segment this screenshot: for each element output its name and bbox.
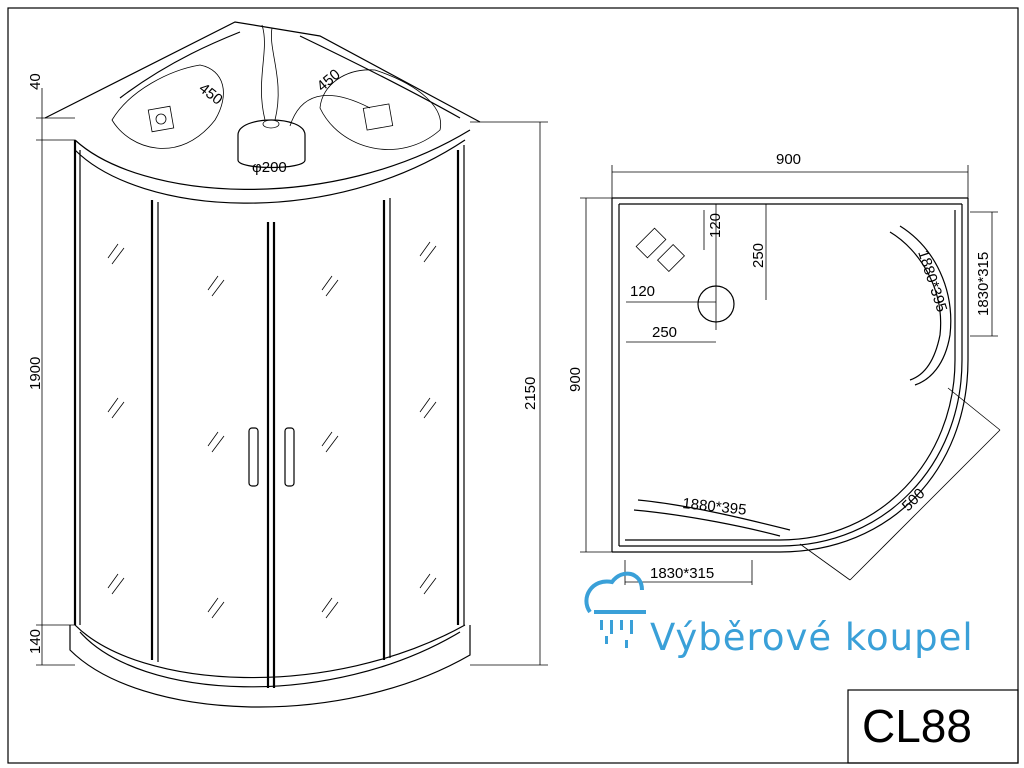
left-pod (111, 64, 224, 149)
dim-plan-depth: 900 (567, 367, 584, 392)
model-code: CL88 (862, 700, 972, 752)
door-handle-right (284, 427, 295, 487)
right-pod (319, 69, 442, 150)
roof-inner-left (119, 31, 241, 99)
dim-total-height: 2150 (522, 377, 539, 410)
dim-drain-x: 250 (652, 324, 677, 341)
right-door-curve (889, 231, 942, 381)
cable-1 (261, 24, 266, 121)
vent-left-core (155, 113, 167, 125)
roof-outline (44, 21, 481, 123)
model-box (847, 689, 1019, 764)
roof-inner-right (299, 35, 461, 119)
tray-top-edge (74, 624, 466, 679)
dim-offset-y: 120 (630, 283, 655, 300)
dim-wall-height: 1900 (27, 357, 44, 390)
dim-side-panel: 1830*315 (650, 565, 714, 582)
center-lamp (237, 119, 306, 169)
dim-plan-width: 900 (776, 151, 801, 168)
roof-front-edge (74, 129, 471, 190)
brand-name: Výběrové koupel (650, 616, 974, 659)
dim-door-curve-bottom: 1880*395 (682, 495, 748, 519)
vent-right-icon (362, 103, 394, 131)
drawing-frame (7, 7, 1019, 764)
brand-logo: Výběrové koupel (584, 571, 974, 659)
shower-head-icon (584, 571, 646, 648)
plan-curve-inner (619, 204, 963, 547)
dim-tray-height: 140 (27, 629, 44, 654)
lamp-fitting (262, 119, 280, 129)
cable-2 (270, 27, 279, 121)
dim-left-pod: 450 (196, 80, 226, 109)
dim-drain-y: 250 (750, 243, 767, 268)
plan-dim-radius-line (849, 429, 1001, 581)
dim-top-cap: 40 (27, 73, 44, 90)
plan-view (580, 165, 1001, 585)
corner-unit-icon (635, 227, 667, 259)
plan-curve-outer (612, 198, 969, 553)
dim-side-panel-vertical: 1830*315 (975, 252, 992, 316)
glass-marks (107, 241, 437, 619)
dim-offset-x: 120 (707, 213, 724, 238)
tray-outline (69, 625, 471, 708)
roof-lower-edge (74, 139, 466, 204)
vent-left-icon (147, 105, 175, 133)
dim-right-pod: 450 (314, 66, 344, 95)
cable-3 (289, 95, 371, 127)
bottom-door-curve (637, 499, 791, 531)
tray-inner-edge (79, 631, 461, 688)
dim-door-curve-right: 1880*395 (914, 248, 950, 314)
dim-center-diameter: φ200 (252, 159, 287, 176)
front-view (36, 21, 548, 708)
door-handle-left (248, 427, 259, 487)
